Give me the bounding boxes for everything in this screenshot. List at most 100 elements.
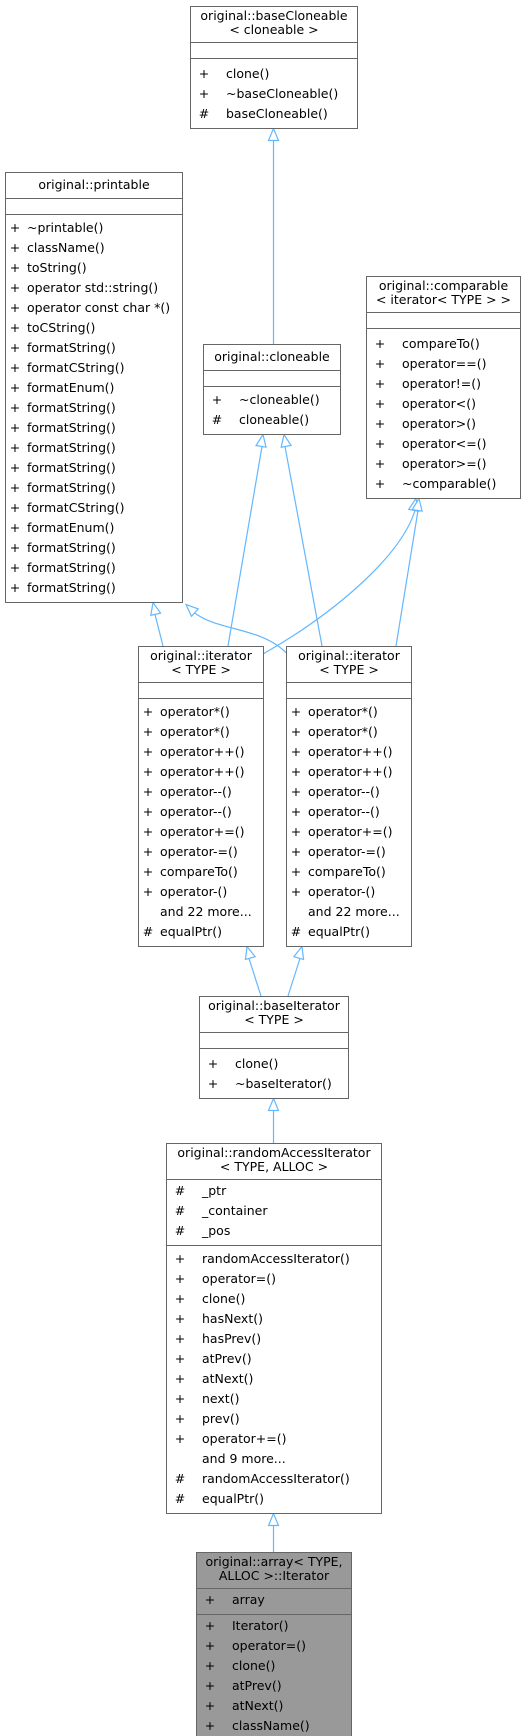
visibility-marker: +	[199, 66, 209, 81]
class-box	[190, 6, 358, 129]
visibility-marker: +	[208, 1076, 218, 1091]
class-title: original::comparable	[379, 278, 509, 293]
method-name: className()	[27, 240, 105, 255]
method-name: hasPrev()	[202, 1331, 261, 1346]
method-name: operator--()	[308, 804, 380, 819]
method-name: formatString()	[27, 460, 116, 475]
visibility-marker: +	[10, 240, 20, 255]
visibility-marker: +	[212, 392, 222, 407]
visibility-marker: +	[175, 1391, 185, 1406]
method-name: formatString()	[27, 400, 116, 415]
class-node-baseIterator[interactable]: original::baseIterator< TYPE >+clone()+~…	[199, 996, 349, 1099]
method-name: operator>=()	[402, 456, 486, 471]
method-name: operator++()	[160, 764, 244, 779]
method-name: operator--()	[160, 804, 232, 819]
visibility-marker: +	[143, 704, 153, 719]
visibility-marker: +	[143, 724, 153, 739]
method-name: operator std::string()	[27, 280, 158, 295]
method-name: operator*()	[308, 724, 378, 739]
method-name: formatString()	[27, 440, 116, 455]
visibility-marker: #	[175, 1183, 185, 1198]
method-name: compareTo()	[160, 864, 238, 879]
visibility-marker: +	[10, 520, 20, 535]
visibility-marker: +	[291, 744, 301, 759]
method-name: prev()	[202, 1411, 240, 1426]
visibility-marker: +	[205, 1618, 215, 1633]
visibility-marker: +	[143, 784, 153, 799]
visibility-marker: +	[10, 420, 20, 435]
method-name: operator-()	[308, 884, 375, 899]
class-node-arrayIterator[interactable]: original::array< TYPE,ALLOC >::Iterator+…	[196, 1552, 352, 1736]
class-box	[286, 646, 412, 947]
visibility-marker: +	[175, 1271, 185, 1286]
method-name: clone()	[232, 1658, 275, 1673]
visibility-marker: +	[375, 336, 385, 351]
visibility-marker: +	[208, 1056, 218, 1071]
method-name: ~baseIterator()	[235, 1076, 332, 1091]
class-node-printable[interactable]: original::printable+~printable()+classNa…	[5, 172, 183, 603]
method-name: atPrev()	[202, 1351, 252, 1366]
visibility-marker: +	[291, 864, 301, 879]
method-name: toCString()	[27, 320, 95, 335]
method-name: equalPtr()	[308, 924, 370, 939]
visibility-marker: +	[291, 804, 301, 819]
visibility-marker: +	[175, 1251, 185, 1266]
class-node-randomAccessIterator[interactable]: original::randomAccessIterator< TYPE, AL…	[166, 1143, 382, 1514]
method-name: operator--()	[308, 784, 380, 799]
method-name: equalPtr()	[160, 924, 222, 939]
class-title: original::iterator	[298, 648, 401, 663]
method-name: operator>()	[402, 416, 476, 431]
inheritance-edge-baseIterator-to-iterator2	[287, 944, 305, 997]
method-name: formatEnum()	[27, 520, 114, 535]
class-box	[5, 172, 183, 603]
method-name: ~baseCloneable()	[226, 86, 338, 101]
visibility-marker: +	[291, 724, 301, 739]
inheritance-arrowhead	[280, 432, 293, 448]
class-node-iterator2[interactable]: original::iterator< TYPE >+operator*()+o…	[286, 646, 412, 947]
inheritance-edge-iterator1-to-cloneable	[227, 432, 267, 647]
visibility-marker: +	[175, 1331, 185, 1346]
method-name: randomAccessIterator()	[202, 1471, 350, 1486]
visibility-marker: +	[375, 476, 385, 491]
class-title: original::printable	[38, 177, 150, 192]
visibility-marker: +	[175, 1411, 185, 1426]
method-name: compareTo()	[402, 336, 480, 351]
visibility-marker: +	[143, 884, 153, 899]
inheritance-edge-randomAccessIterator-to-baseIterator	[267, 1096, 280, 1143]
class-box	[203, 344, 341, 435]
class-node-comparable[interactable]: original::comparable< iterator< TYPE > >…	[366, 276, 521, 499]
visibility-marker: +	[143, 824, 153, 839]
method-name: cloneable()	[239, 412, 309, 427]
method-name: className()	[232, 1718, 310, 1733]
visibility-marker: +	[175, 1291, 185, 1306]
method-name: operator*()	[160, 724, 230, 739]
class-box	[199, 996, 349, 1099]
method-name: operator!=()	[402, 376, 481, 391]
visibility-marker: #	[175, 1471, 185, 1486]
inheritance-arrowhead	[255, 432, 267, 448]
visibility-marker: +	[291, 704, 301, 719]
class-node-cloneable[interactable]: original::cloneable+~cloneable()#cloneab…	[203, 344, 341, 435]
method-name: operator=()	[202, 1271, 276, 1286]
edge-line	[287, 958, 301, 997]
attribute-name: _container	[201, 1203, 268, 1218]
more-methods-note: and 22 more...	[160, 904, 252, 919]
method-name: compareTo()	[308, 864, 386, 879]
class-title: < iterator< TYPE > >	[376, 292, 511, 307]
class-box	[166, 1143, 382, 1514]
inheritance-edge-arrayIterator-to-randomAccessIterator	[267, 1511, 280, 1552]
visibility-marker: +	[143, 844, 153, 859]
method-name: operator--()	[160, 784, 232, 799]
class-title: original::randomAccessIterator	[177, 1145, 371, 1160]
class-node-baseCloneable[interactable]: original::baseCloneable< cloneable >+clo…	[190, 6, 358, 129]
class-title: < TYPE >	[171, 662, 231, 677]
method-name: operator==()	[402, 356, 486, 371]
method-name: operator++()	[308, 744, 392, 759]
method-name: next()	[202, 1391, 239, 1406]
visibility-marker: #	[199, 106, 209, 121]
visibility-marker: +	[10, 480, 20, 495]
inheritance-edge-iterator2-to-comparable	[395, 496, 423, 647]
visibility-marker: +	[375, 396, 385, 411]
inheritance-arrowhead	[292, 944, 305, 961]
class-node-iterator1[interactable]: original::iterator< TYPE >+operator*()+o…	[138, 646, 264, 947]
